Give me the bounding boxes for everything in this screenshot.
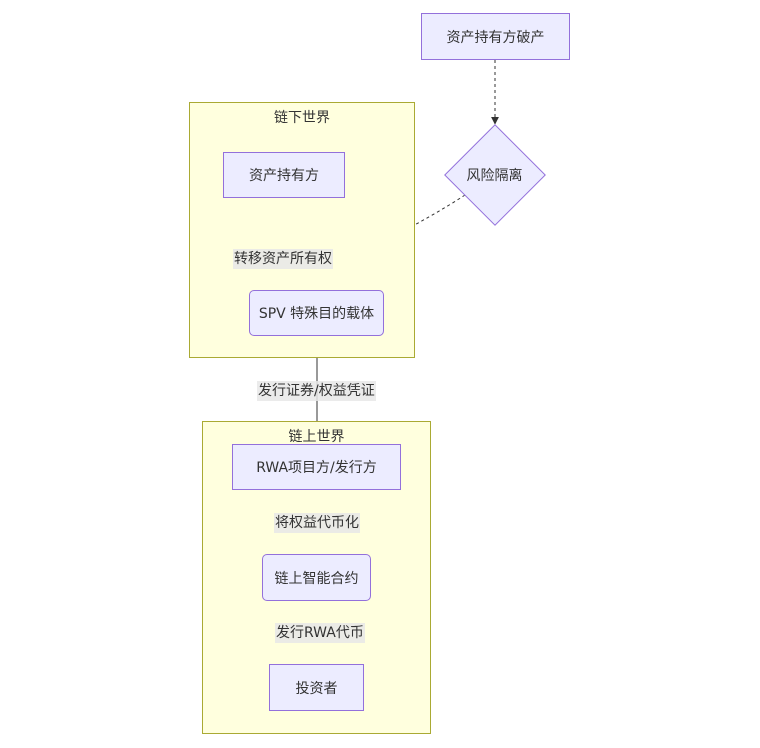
- node-holder[interactable]: 资产持有方: [223, 152, 345, 198]
- node-investor[interactable]: 投资者: [269, 664, 364, 711]
- node-spv[interactable]: SPV 特殊目的载体: [249, 290, 384, 336]
- node-issuer-label: RWA项目方/发行方: [256, 460, 377, 476]
- edge-label-issuer-contract: 将权益代币化: [274, 513, 360, 533]
- edge-label-holder-spv: 转移资产所有权: [233, 249, 333, 269]
- node-spv-label: SPV 特殊目的载体: [258, 306, 375, 322]
- node-contract-label: 链上智能合约: [274, 570, 359, 587]
- cluster-onchain-title: 链上世界: [288, 429, 345, 445]
- node-contract[interactable]: 链上智能合约: [262, 554, 371, 601]
- node-investor-label: 投资者: [295, 680, 338, 697]
- node-isolation-label: 风险隔离: [466, 167, 523, 184]
- edge-label-contract-investor: 发行RWA代币: [275, 623, 365, 643]
- node-bankruptcy-label: 资产持有方破产: [446, 29, 545, 46]
- node-issuer[interactable]: RWA项目方/发行方: [232, 444, 401, 490]
- node-holder-label: 资产持有方: [249, 168, 319, 184]
- edge-label-spv-issuer: 发行证券/权益凭证: [257, 381, 376, 401]
- cluster-offchain-title: 链下世界: [274, 110, 330, 126]
- node-isolation[interactable]: 风险隔离: [443, 123, 546, 226]
- node-bankruptcy[interactable]: 资产持有方破产: [421, 13, 570, 60]
